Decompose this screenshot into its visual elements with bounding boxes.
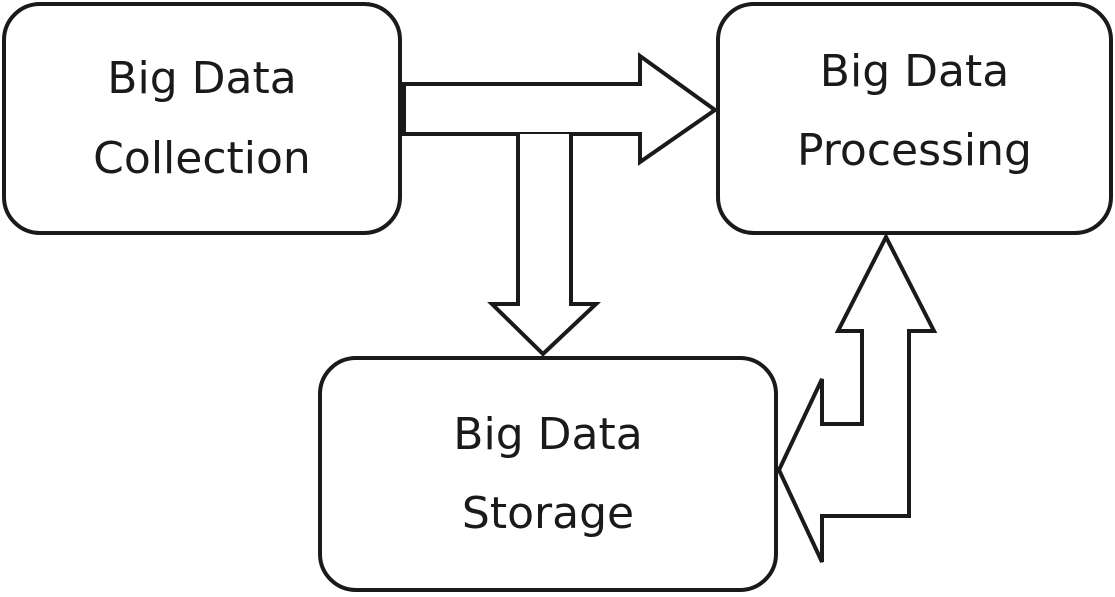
- node-big-data-storage: Big Data Storage: [318, 356, 778, 592]
- node-collection-line2: Collection: [93, 132, 311, 184]
- node-collection-line1: Big Data: [107, 53, 297, 105]
- arrow-storage-processing-bidirectional: [776, 232, 938, 563]
- node-storage-line2: Storage: [461, 488, 635, 539]
- node-big-data-collection: Big Data Collection: [2, 2, 402, 235]
- node-processing-line2: Processing: [797, 125, 1032, 177]
- node-processing-line1: Big Data: [819, 46, 1010, 97]
- arrow-collection-to-storage: [487, 134, 602, 357]
- node-storage-line1: Big Data: [453, 408, 643, 460]
- node-big-data-processing: Big Data Processing: [716, 2, 1113, 235]
- arrow-collection-to-processing: [402, 52, 719, 166]
